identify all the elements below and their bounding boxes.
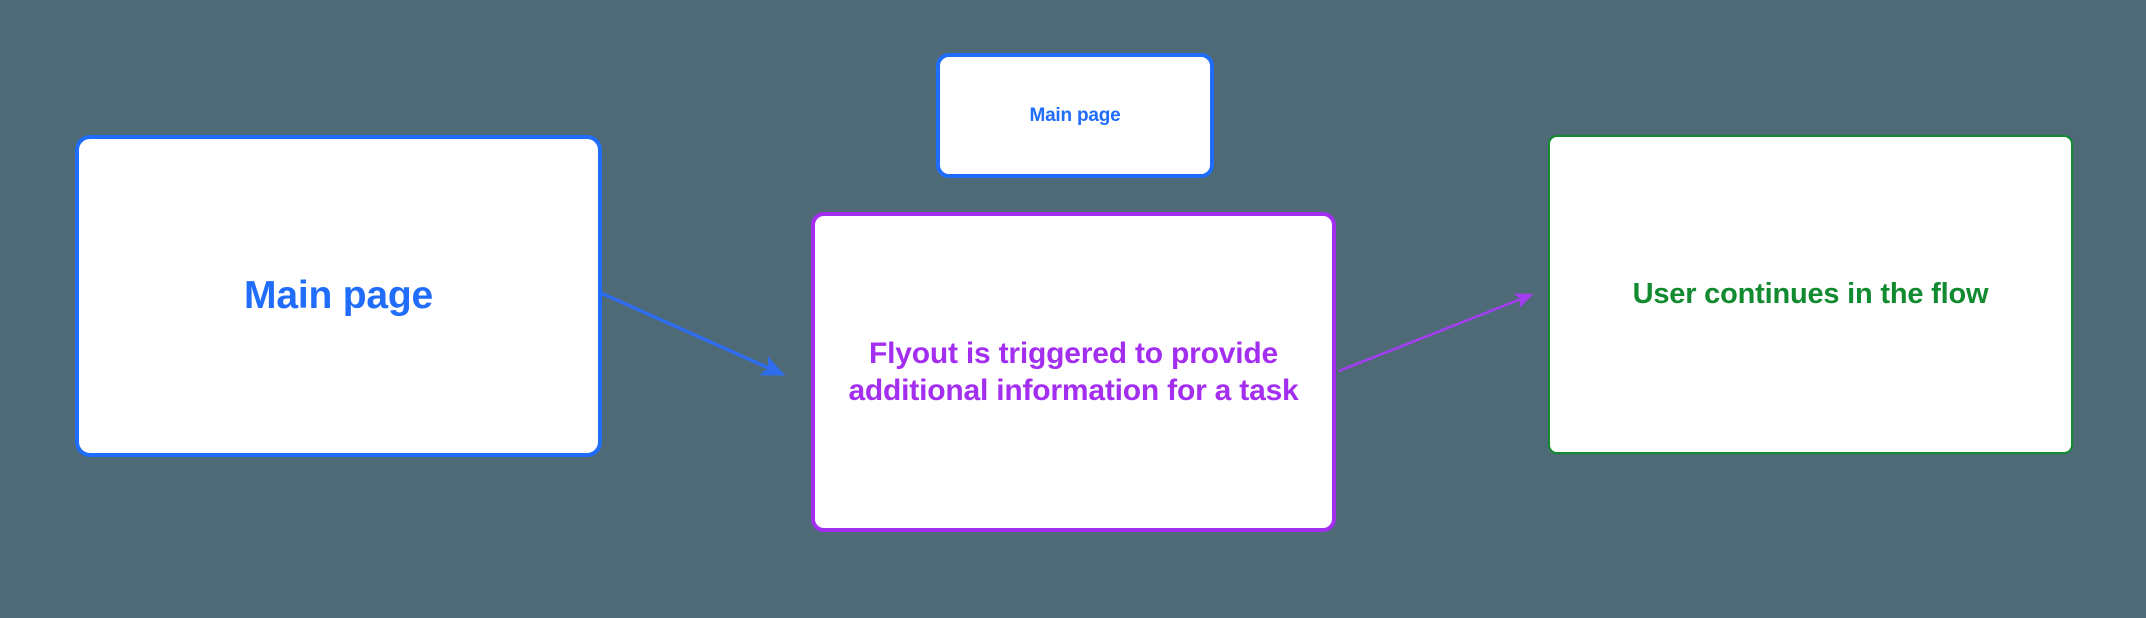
node-user-continues[interactable]: User continues in the flow	[1548, 135, 2073, 454]
node-main-page-small[interactable]: Main page	[936, 53, 1214, 178]
node-user-continues-label: User continues in the flow	[1632, 277, 1989, 310]
connector-flyout-to-user-continues	[1338, 293, 1534, 373]
connector-main-page-to-flyout	[600, 291, 786, 376]
node-flyout[interactable]: Flyout is triggered to provide additiona…	[811, 212, 1336, 532]
node-main-page-large[interactable]: Main page	[75, 135, 602, 457]
node-main-page-large-label: Main page	[244, 274, 433, 318]
node-flyout-label: Flyout is triggered to provide additiona…	[848, 336, 1299, 408]
node-main-page-small-label: Main page	[1029, 104, 1121, 126]
